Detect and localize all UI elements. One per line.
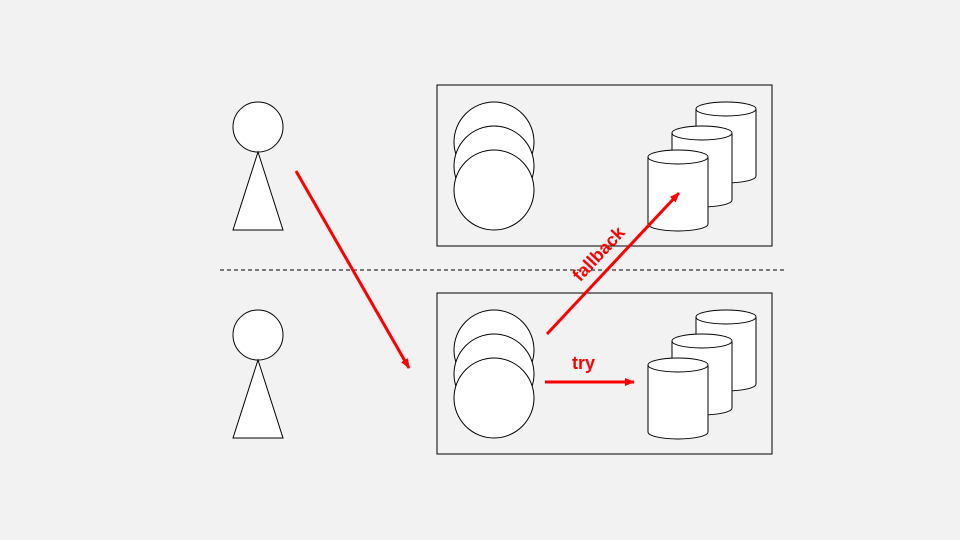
- server-icon: [453, 149, 535, 231]
- database-icon: [647, 149, 709, 232]
- try-label: try: [572, 353, 595, 373]
- lower-region-box: [436, 292, 773, 455]
- lower-server-stack: [453, 309, 535, 439]
- lower-database-stack: [647, 309, 757, 440]
- upper-region-box: [436, 84, 773, 247]
- lower-user-icon: [232, 309, 284, 439]
- fallback-arrow: [545, 191, 681, 336]
- upper-database-stack: [647, 101, 757, 232]
- user-to-lower-servers-arrow: [294, 170, 411, 369]
- upper-server-stack: [453, 101, 535, 231]
- database-icon: [647, 357, 709, 440]
- upper-user-icon: [232, 101, 284, 231]
- server-icon: [453, 357, 535, 439]
